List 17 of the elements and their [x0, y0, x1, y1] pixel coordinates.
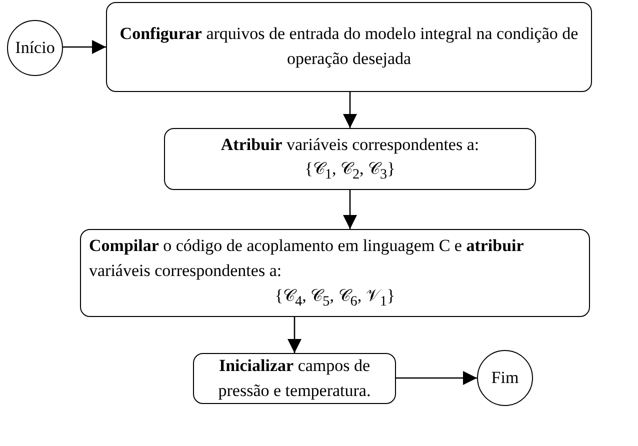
step-text: Compilar o código de acoplamento em linguagem C e atribuir variáveis correspondentes a: [89, 235, 525, 282]
step-text: {𝒞$_{1}$, 𝒞$_{2}$, 𝒞$_{3}$} [304, 158, 396, 185]
arrow [396, 371, 477, 385]
process-box [164, 128, 536, 190]
arrow [63, 40, 106, 54]
step-text: Configurar arquivos de entrada do modelo integral na condição de operação desejada [118, 23, 580, 70]
step-text: Atribuir variáveis correspondentes a: [220, 134, 480, 156]
arrow [343, 92, 357, 128]
step-text: {𝒞$_{4}$, 𝒞$_{5}$, 𝒞$_{6}$, 𝒱$_{1}$} [274, 284, 396, 312]
arrow [343, 190, 357, 229]
process-box [80, 229, 590, 317]
process-box [193, 353, 396, 404]
step-text: Fim [491, 366, 519, 389]
step-text: Início [15, 36, 55, 59]
arrow [288, 317, 302, 353]
process-box [106, 2, 592, 92]
step-text: Inicializar campos de pressão e temperatura. [217, 354, 372, 402]
